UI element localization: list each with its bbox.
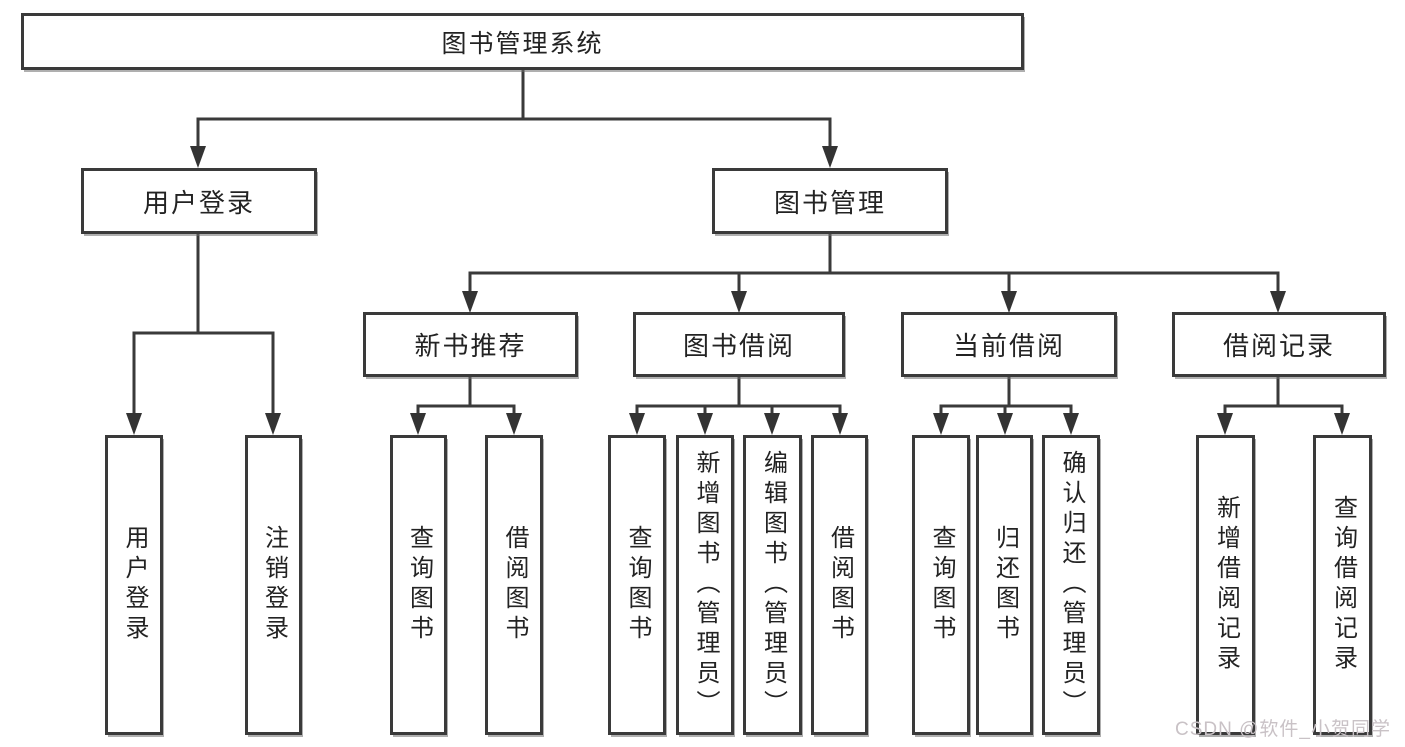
- arrow-icon: [629, 413, 645, 435]
- arrow-icon: [462, 291, 478, 313]
- arrow-icon: [822, 146, 838, 168]
- arrow-icon: [506, 413, 522, 435]
- leaf-label: 借阅图书: [501, 525, 528, 645]
- arrow-icon: [1270, 291, 1286, 313]
- leaf-return-books: 归还图书: [976, 435, 1033, 735]
- leaf-label: 归还图书: [991, 525, 1019, 645]
- node-book-management: 图书管理: [712, 168, 948, 234]
- leaf-add-borrow-record: 新增借阅记录: [1196, 435, 1255, 735]
- leaf-borrow-books-recommend: 借阅图书: [485, 435, 543, 735]
- leaf-label: 用户登录: [121, 525, 148, 645]
- node-root-system: 图书管理系统: [21, 13, 1024, 70]
- leaf-label: 新增借阅记录: [1212, 495, 1240, 675]
- leaf-label: 查询图书: [624, 525, 651, 645]
- node-book-borrow: 图书借阅: [633, 312, 845, 377]
- arrow-icon: [1217, 413, 1233, 435]
- leaf-label: 查询借阅记录: [1329, 495, 1357, 675]
- leaf-borrow-books: 借阅图书: [811, 435, 868, 735]
- arrow-icon: [832, 413, 848, 435]
- node-user-login: 用户登录: [81, 168, 317, 234]
- leaf-label: 确认归还（管理员）: [1058, 450, 1085, 720]
- arrow-icon: [410, 413, 426, 435]
- leaf-query-books-recommend: 查询图书: [390, 435, 447, 735]
- arrow-icon: [697, 413, 713, 435]
- arrow-icon: [190, 146, 206, 168]
- arrow-icon: [1001, 291, 1017, 313]
- arrow-icon: [933, 413, 949, 435]
- leaf-query-borrow-record: 查询借阅记录: [1313, 435, 1372, 735]
- leaf-user-login: 用户登录: [105, 435, 163, 735]
- leaf-edit-books-admin: 编辑图书（管理员）: [743, 435, 802, 735]
- leaf-label: 借阅图书: [826, 525, 854, 645]
- leaf-label: 查询图书: [928, 525, 955, 645]
- leaf-query-books-borrow: 查询图书: [608, 435, 666, 735]
- arrow-icon: [997, 413, 1013, 435]
- node-new-book-recommend: 新书推荐: [363, 312, 578, 377]
- arrow-icon: [126, 413, 142, 435]
- arrow-icon: [1334, 413, 1350, 435]
- node-borrow-records: 借阅记录: [1172, 312, 1386, 377]
- arrow-icon: [731, 291, 747, 313]
- leaf-label: 编辑图书（管理员）: [759, 450, 787, 720]
- leaf-label: 注销登录: [260, 525, 288, 645]
- arrow-icon: [764, 413, 780, 435]
- leaf-label: 查询图书: [405, 525, 433, 645]
- leaf-query-books-current: 查询图书: [912, 435, 970, 735]
- leaf-confirm-return-admin: 确认归还（管理员）: [1042, 435, 1100, 735]
- arrow-icon: [265, 413, 281, 435]
- leaf-add-books-admin: 新增图书（管理员）: [676, 435, 734, 735]
- node-current-borrow: 当前借阅: [901, 312, 1117, 377]
- leaf-label: 新增图书（管理员）: [692, 450, 719, 720]
- arrow-icon: [1063, 413, 1079, 435]
- leaf-logout: 注销登录: [245, 435, 302, 735]
